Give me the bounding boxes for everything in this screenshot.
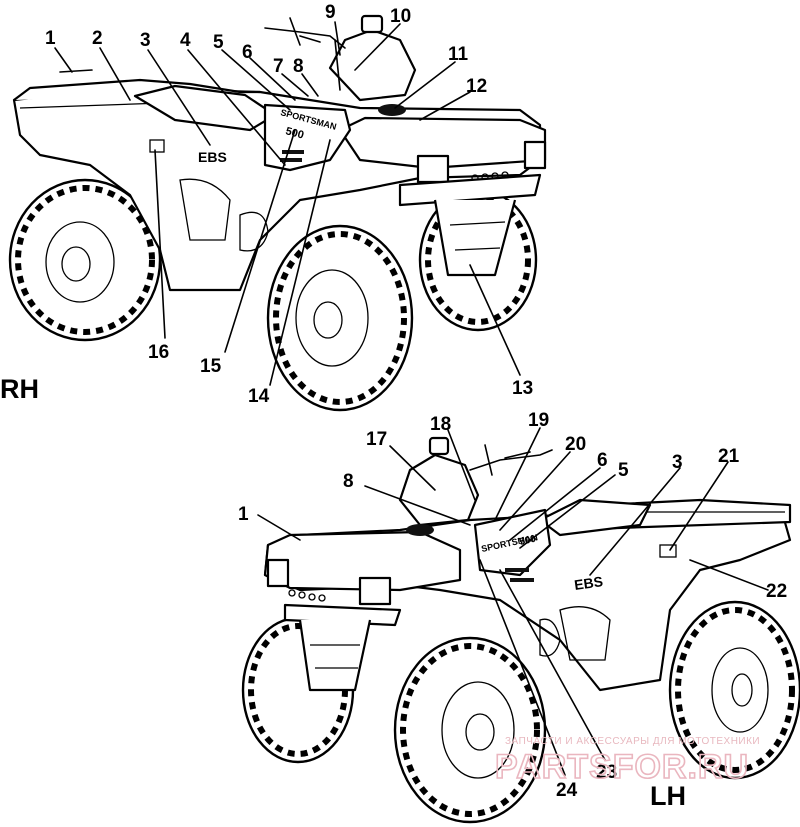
callout-lh-19: 19 — [528, 410, 549, 431]
callout-rh-1: 1 — [45, 28, 56, 49]
callout-rh-11: 11 — [448, 44, 469, 65]
lh-front-rack-dots — [288, 589, 326, 602]
callout-rh-14: 14 — [248, 386, 270, 407]
callout-rh-6: 6 — [242, 42, 253, 63]
view-label-rh: RH — [0, 374, 39, 404]
callout-lh-24: 24 — [556, 780, 578, 801]
lh-sportsman-decal: SPORTSMAN 500 — [473, 508, 552, 582]
lh-leader-lines — [257, 427, 769, 776]
lh-front-near-wheel — [393, 636, 547, 824]
callout-lh-17: 17 — [366, 429, 387, 450]
rh-callouts: 1 2 3 4 5 6 7 8 9 10 11 12 13 14 15 16 — [45, 2, 533, 407]
callout-rh-10: 10 — [390, 6, 411, 27]
lh-callouts: 17 18 19 20 6 5 3 21 8 1 22 24 23 — [238, 410, 787, 801]
callout-lh-1: 1 — [238, 504, 249, 525]
callout-rh-5: 5 — [213, 32, 224, 53]
callout-lh-6: 6 — [597, 450, 608, 471]
callout-rh-9: 9 — [325, 2, 336, 23]
svg-text:EBS: EBS — [573, 573, 604, 593]
callout-rh-16: 16 — [148, 342, 169, 363]
callout-lh-23: 23 — [596, 762, 617, 783]
callout-lh-21: 21 — [718, 446, 740, 467]
callout-rh-2: 2 — [92, 28, 103, 49]
atv-lh-illustration: SPORTSMAN 500 EBS — [241, 436, 800, 824]
watermark-tagline: ЗАПЧАСТИ И АКСЕССУАРЫ ДЛЯ МОТОТЕХНИКИ — [505, 736, 760, 747]
atv-rh-illustration: SPORTSMAN 500 EBS — [8, 14, 547, 412]
callout-rh-13: 13 — [512, 378, 533, 399]
svg-text:500: 500 — [518, 534, 537, 548]
rh-sportsman-decal: SPORTSMAN 500 — [263, 103, 352, 172]
callout-lh-5: 5 — [618, 460, 629, 481]
rh-ebs-decal: EBS — [198, 149, 227, 165]
callout-rh-15: 15 — [200, 356, 222, 377]
view-label-lh: LH — [650, 781, 686, 811]
watermark: ЗАПЧАСТИ И АКСЕССУАРЫ ДЛЯ МОТОТЕХНИКИ PA… — [494, 736, 760, 787]
callout-rh-12: 12 — [466, 76, 487, 97]
rh-front-near-wheel — [266, 224, 414, 412]
callout-lh-20: 20 — [565, 434, 586, 455]
svg-text:EBS: EBS — [198, 149, 227, 165]
lh-ebs-decal: EBS — [573, 573, 604, 593]
rh-leader-lines — [54, 21, 521, 386]
watermark-brand: PARTSFOR.RU — [495, 748, 749, 786]
callout-lh-8: 8 — [343, 471, 354, 492]
callout-rh-4: 4 — [180, 30, 191, 51]
callout-rh-3: 3 — [140, 30, 151, 51]
callout-lh-18: 18 — [430, 414, 451, 435]
rh-rear-wheel — [8, 178, 162, 342]
callout-lh-3: 3 — [672, 452, 683, 473]
callout-lh-22: 22 — [766, 581, 787, 602]
lh-rear-wheel — [668, 600, 800, 780]
callout-rh-7: 7 — [273, 56, 284, 77]
callout-rh-8: 8 — [293, 56, 304, 77]
